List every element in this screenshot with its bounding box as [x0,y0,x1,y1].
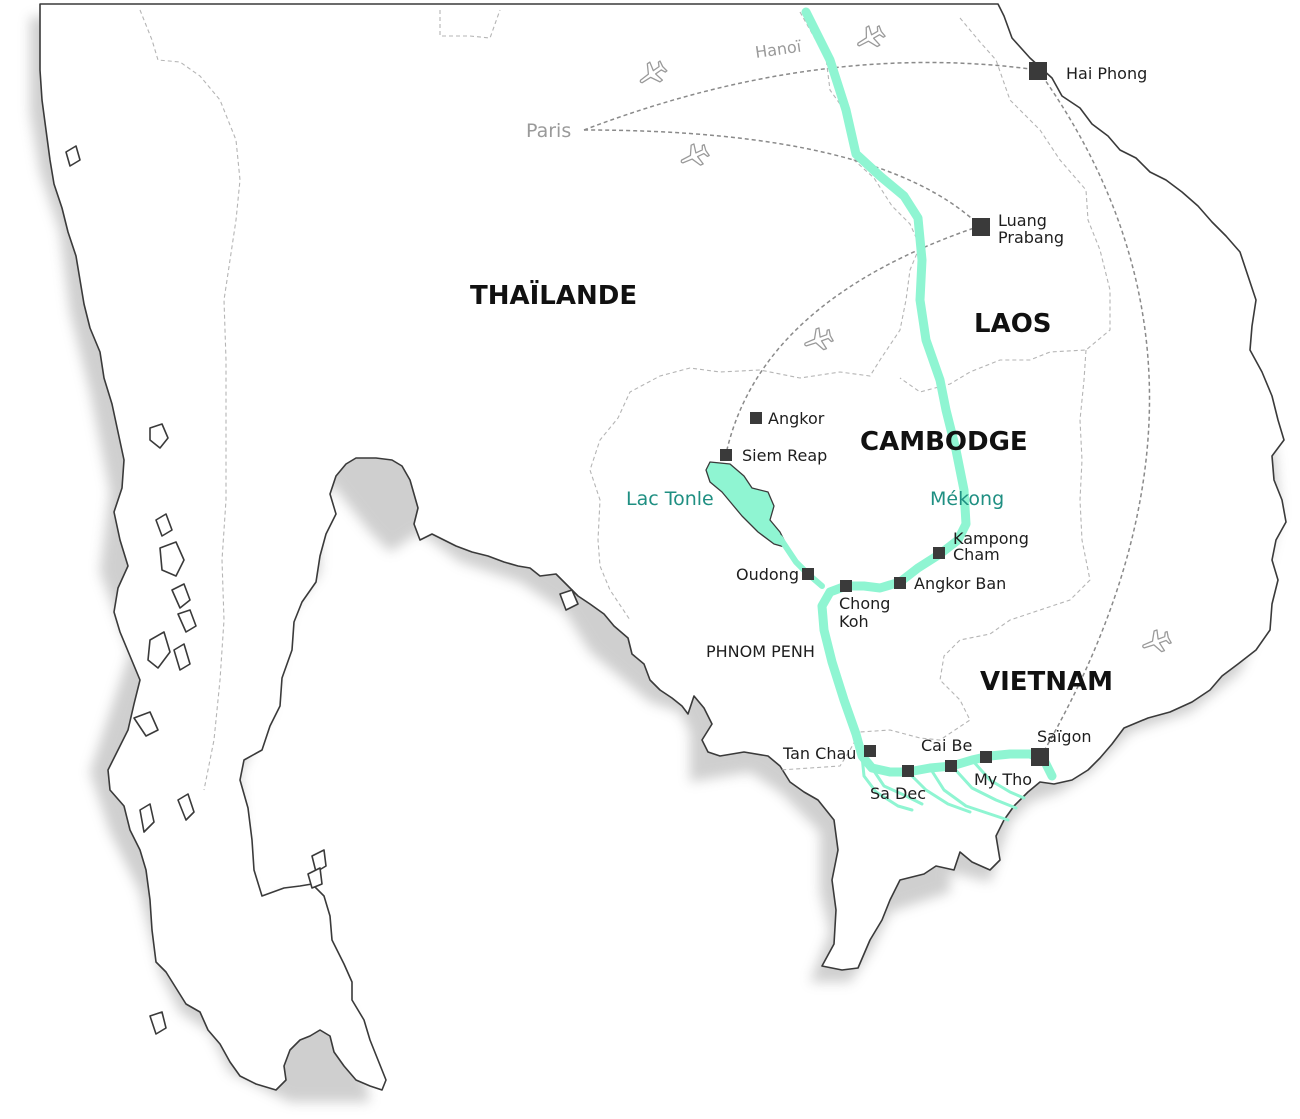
city-label-siem-reap: Siem Reap [742,446,827,465]
city-label-angkor: Angkor [768,409,825,428]
city-label-my-tho: My Tho [974,770,1032,789]
marker-luang-prabang [972,218,990,236]
marker-angkor-ban [894,577,906,589]
country-label-vietnam: VIETNAM [980,667,1113,697]
city-label-kampong-cham-line2: Cham [953,545,1000,564]
route-paris-luangprabang [583,129,981,227]
marker-hai-phong [1029,62,1047,80]
route-haiphong-saigon [1037,69,1151,759]
marker-my-tho [980,751,992,763]
city-markers [720,62,1049,777]
city-label-chong-koh-line2: Koh [839,612,869,631]
marker-angkor [750,412,762,424]
marker-saigon [1031,748,1049,766]
islands [65,145,579,1035]
city-label-angkor-ban: Angkor Ban [914,574,1006,593]
marker-tan-chau [864,745,876,757]
city-label-oudong: Oudong [736,565,799,584]
lake-label: Lac Tonle [626,488,714,510]
mekong-river [777,7,1057,822]
country-label-cambodia: CAMBODGE [860,427,1028,457]
marker-cai-be [945,760,957,772]
city-label-tan-chau: Tan Chau [782,744,856,763]
city-label-kampong-cham-line1: Kampong [953,529,1029,548]
city-label-luang-prabang-line1: Luang [998,211,1047,230]
country-label-thailand: THAÏLANDE [470,279,637,311]
mainland-landmass [39,3,1287,1091]
country-label-laos: LAOS [974,309,1052,339]
marker-kampong-cham [933,547,945,559]
marker-chong-koh [840,580,852,592]
city-label-chong-koh-line1: Chong [839,594,890,613]
city-label-sa-dec: Sa Dec [870,784,926,803]
city-label-saigon: Saïgon [1037,727,1092,746]
city-label-cai-be: Cai Be [921,736,972,755]
origin-label-paris: Paris [526,120,571,142]
marker-siem-reap [720,449,732,461]
route-paris-haiphong [583,61,1039,131]
river-label: Mékong [930,488,1004,510]
country-borders [139,9,1111,791]
city-label-luang-prabang-line2: Prabang [998,228,1064,247]
marker-oudong [802,568,814,580]
city-label-hai-phong: Hai Phong [1066,64,1147,83]
marker-sa-dec [902,765,914,777]
city-label-phnom-penh: PHNOM PENH [706,642,815,661]
